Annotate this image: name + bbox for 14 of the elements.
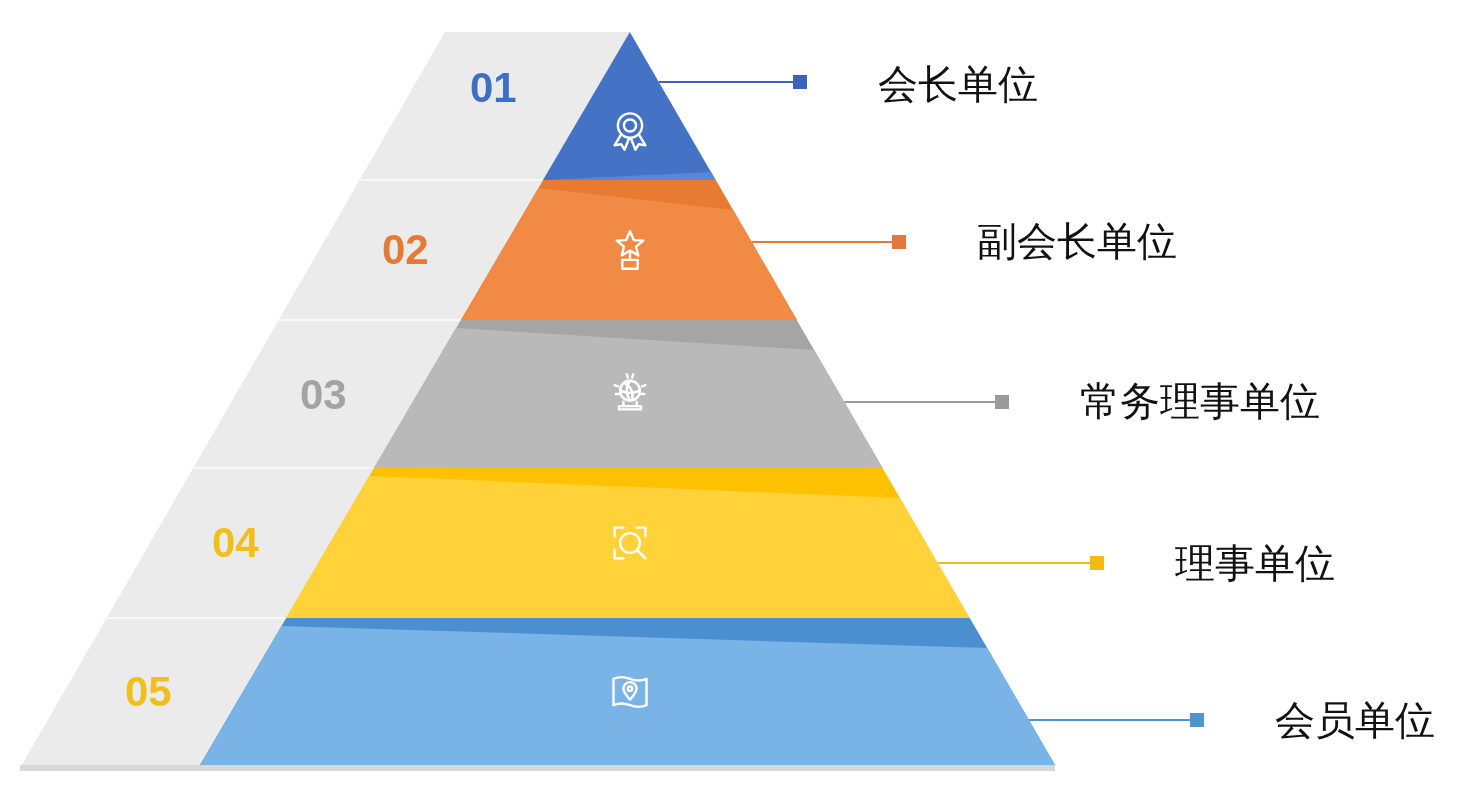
tier-number: 04 [212,522,259,564]
tier-label: 会长单位 [878,64,1038,104]
leader-line [658,75,807,89]
tier-label: 常务理事单位 [1080,381,1320,421]
tier-number: 05 [125,671,172,713]
tier-label: 会员单位 [1275,700,1435,740]
tier-number: 01 [470,67,517,109]
tier-number: 02 [382,229,429,271]
tier-label: 理事单位 [1175,543,1335,583]
leader-line [750,235,906,249]
leader-line [843,395,1009,409]
leader-line [936,556,1104,570]
tier-label: 副会长单位 [977,221,1177,261]
tier-number: 03 [300,374,347,416]
